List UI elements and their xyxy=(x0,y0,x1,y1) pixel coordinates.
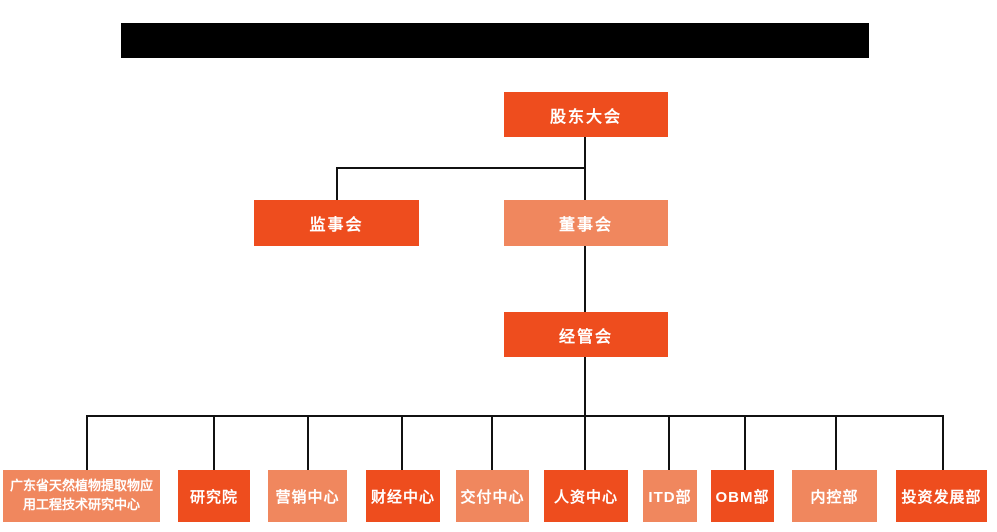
connector-drop-delivery-center xyxy=(491,415,493,470)
connector-bottom-bus xyxy=(87,415,944,417)
org-node-hr-center: 人资中心 xyxy=(544,470,628,522)
org-node-management-committee: 经管会 xyxy=(504,312,668,357)
connector-level2-horizontal xyxy=(336,167,586,169)
connector-board-to-management xyxy=(584,246,586,312)
org-node-marketing-center: 营销中心 xyxy=(268,470,347,522)
connector-drop-investment-dev xyxy=(942,415,944,470)
org-node-itd-dept: ITD部 xyxy=(643,470,697,522)
org-node-finance-center: 财经中心 xyxy=(366,470,440,522)
org-node-guangdong-research-center: 广东省天然植物提取物应用工程技术研究中心 xyxy=(3,470,160,522)
org-node-investment-dev-dept: 投资发展部 xyxy=(896,470,987,522)
org-node-board-of-directors: 董事会 xyxy=(504,200,668,246)
org-node-internal-control-dept: 内控部 xyxy=(792,470,877,522)
connector-drop-itd-dept xyxy=(668,415,670,470)
connector-supervisory-drop xyxy=(336,167,338,200)
org-node-delivery-center: 交付中心 xyxy=(456,470,529,522)
connector-drop-research-center xyxy=(86,415,88,470)
connector-drop-hr-center xyxy=(584,415,586,470)
org-node-supervisory-board: 监事会 xyxy=(254,200,419,246)
org-node-shareholders-meeting: 股东大会 xyxy=(504,92,668,137)
connector-management-to-bus xyxy=(584,357,586,417)
connector-drop-internal-control xyxy=(835,415,837,470)
connector-drop-research-institute xyxy=(213,415,215,470)
org-node-research-institute: 研究院 xyxy=(178,470,250,522)
redacted-title-bar xyxy=(121,23,869,58)
org-node-obm-dept: OBM部 xyxy=(711,470,774,522)
connector-drop-obm-dept xyxy=(744,415,746,470)
connector-drop-marketing-center xyxy=(307,415,309,470)
connector-drop-finance-center xyxy=(401,415,403,470)
